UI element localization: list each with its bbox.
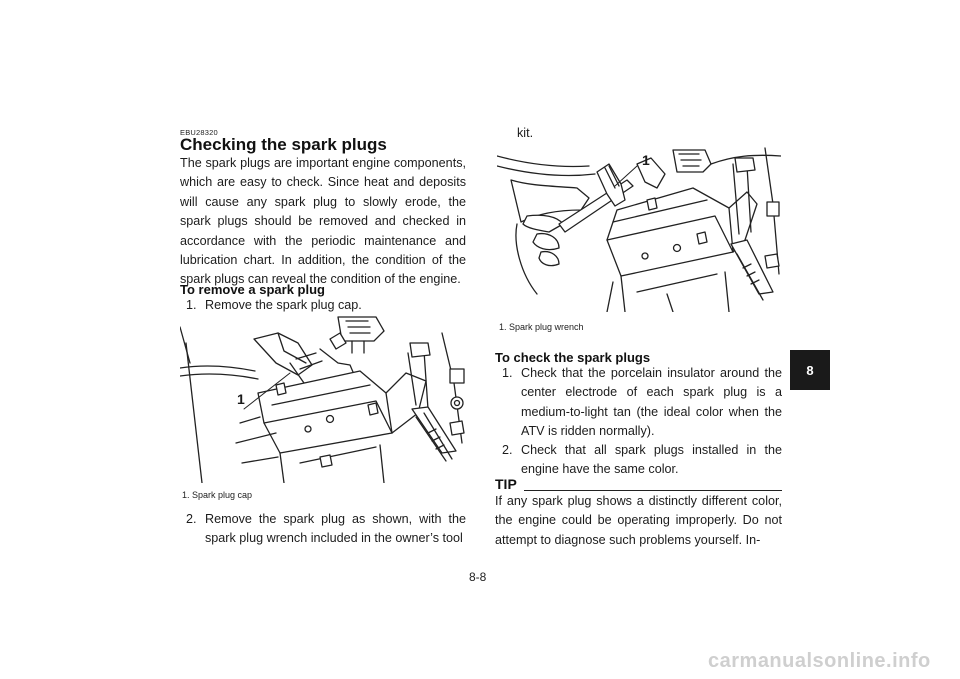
check-step-1: 1. Check that the porcelain insulator ar… [502, 364, 782, 442]
check-heading: To check the spark plugs [495, 350, 651, 365]
step-number: 2. [186, 512, 197, 526]
page-number: 8-8 [469, 570, 487, 584]
step-number: 1. [186, 298, 197, 312]
step-text: Remove the spark plug cap. [205, 298, 362, 312]
check-step-2: 2. Check that all spark plugs installed … [502, 441, 782, 481]
intro-paragraph: The spark plugs are important engine com… [180, 156, 466, 287]
figure-callout: 1 [237, 391, 245, 407]
step-text: Check that the porcelain insulator aroun… [521, 366, 782, 439]
tip-label: TIP [495, 476, 517, 492]
figure-caption: 1. Spark plug wrench [499, 322, 584, 332]
tip-paragraph: If any spark plug shows a distinctly dif… [495, 494, 782, 547]
step-text: Remove the spark plug as shown, with the… [205, 512, 466, 546]
tip-rule [524, 490, 782, 491]
section-title: Checking the spark plugs [180, 135, 387, 154]
step-number: 2. [502, 443, 513, 457]
step-number: 1. [502, 366, 513, 380]
remove-heading: To remove a spark plug [180, 282, 325, 297]
step-text: Check that all spark plugs installed in … [521, 443, 782, 477]
figure-spark-plug-cap: 1 [179, 313, 466, 484]
remove-step-2: 2. Remove the spark plug as shown, with … [186, 510, 466, 550]
chapter-tab: 8 [790, 350, 830, 390]
watermark: carmanualsonline.info [708, 650, 931, 672]
figure-callout: 1 [642, 152, 650, 168]
section-code: EBU28320 [180, 128, 218, 137]
figure-spark-plug-wrench: 1 [496, 144, 782, 313]
figure-caption: 1. Spark plug cap [182, 490, 253, 500]
engine-illustration-1 [179, 316, 465, 484]
remove-step-2-continued: kit. [517, 126, 534, 140]
remove-step-1: 1. Remove the spark plug cap. [186, 296, 466, 316]
engine-illustration-2 [496, 147, 782, 313]
